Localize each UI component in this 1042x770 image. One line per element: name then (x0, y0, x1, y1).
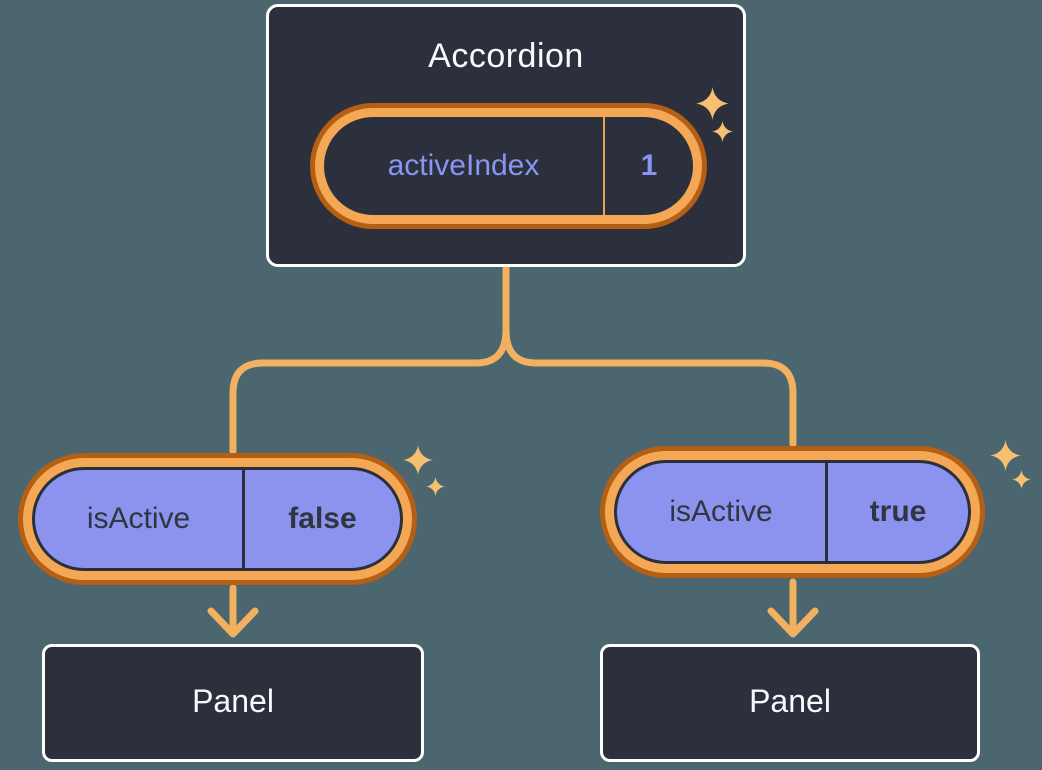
prop-pill-right: isActive true (600, 446, 985, 578)
sparkle-icon (426, 477, 445, 496)
arrow-down-icon (767, 578, 819, 638)
connector-fork-right (502, 326, 797, 448)
sparkle-icon (403, 445, 433, 475)
prop-pill-left: isActive false (18, 453, 417, 585)
sparkle-icon (990, 440, 1021, 471)
sparkle-icon (712, 121, 733, 142)
sparkle-icon (696, 87, 729, 120)
prop-pill-value: false (288, 502, 357, 535)
state-pill: activeIndex 1 (310, 103, 707, 229)
prop-pill-label: isActive (86, 502, 191, 535)
sparkle-icon (1012, 470, 1031, 489)
accordion-title: Accordion (428, 37, 584, 75)
panel-title: Panel (749, 683, 831, 720)
prop-pill-label: isActive (669, 495, 773, 528)
prop-pill-value: true (869, 495, 927, 528)
state-pill-label: activeIndex (387, 149, 540, 182)
prop-pill-divider (825, 463, 828, 561)
arrow-down-icon (207, 584, 259, 638)
state-pill-value: 1 (640, 149, 658, 182)
connector-fork-left (229, 326, 510, 455)
state-pill-divider (603, 117, 605, 215)
panel-box-left: Panel (42, 644, 424, 762)
prop-pill-divider (242, 470, 245, 568)
panel-box-right: Panel (600, 644, 980, 762)
panel-title: Panel (192, 683, 274, 720)
